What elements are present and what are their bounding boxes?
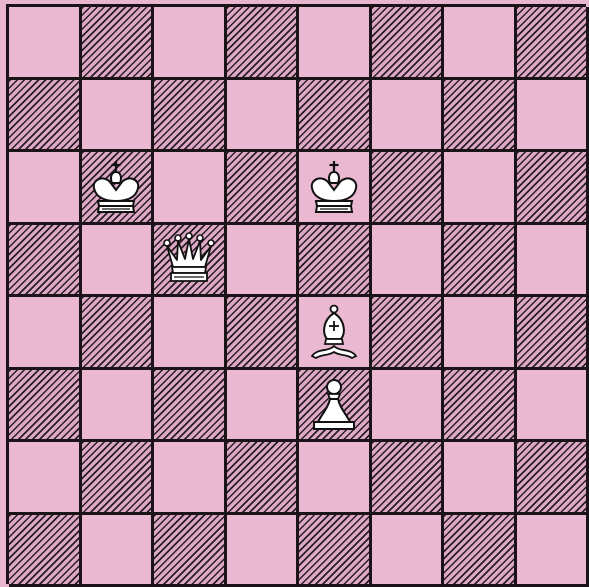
square-g8[interactable] (444, 7, 517, 80)
square-d6[interactable] (227, 152, 300, 225)
square-c8[interactable] (154, 7, 227, 80)
square-c1[interactable] (154, 515, 227, 587)
square-f2[interactable] (372, 442, 445, 515)
square-a2[interactable] (9, 442, 82, 515)
square-c3[interactable] (154, 370, 227, 443)
square-b4[interactable] (82, 297, 155, 370)
square-b1[interactable] (82, 515, 155, 587)
square-g7[interactable] (444, 80, 517, 153)
square-e6[interactable]: .fill{fill:#151015} .detail{stroke:#ffff… (299, 152, 372, 225)
square-h4[interactable] (517, 297, 589, 370)
square-d8[interactable] (227, 7, 300, 80)
square-f8[interactable] (372, 7, 445, 80)
square-e1[interactable] (299, 515, 372, 587)
square-a8[interactable] (9, 7, 82, 80)
square-a6[interactable] (9, 152, 82, 225)
square-a4[interactable] (9, 297, 82, 370)
square-c7[interactable] (154, 80, 227, 153)
square-h7[interactable] (517, 80, 589, 153)
square-e2[interactable] (299, 442, 372, 515)
square-f6[interactable] (372, 152, 445, 225)
square-a7[interactable] (9, 80, 82, 153)
white-queen-icon[interactable]: .fill{fill:#ffffff} .detail{stroke:#1111… (157, 227, 221, 291)
square-b3[interactable] (82, 370, 155, 443)
black-king-icon[interactable]: .fill{fill:#151015} .detail{stroke:#ffff… (302, 155, 366, 219)
square-c6[interactable] (154, 152, 227, 225)
square-c2[interactable] (154, 442, 227, 515)
square-e8[interactable] (299, 7, 372, 80)
square-g1[interactable] (444, 515, 517, 587)
square-f7[interactable] (372, 80, 445, 153)
square-f3[interactable] (372, 370, 445, 443)
square-g2[interactable] (444, 442, 517, 515)
square-d7[interactable] (227, 80, 300, 153)
square-f1[interactable] (372, 515, 445, 587)
square-d2[interactable] (227, 442, 300, 515)
square-g5[interactable] (444, 225, 517, 298)
square-b2[interactable] (82, 442, 155, 515)
square-a3[interactable] (9, 370, 82, 443)
square-d5[interactable] (227, 225, 300, 298)
square-h1[interactable] (517, 515, 589, 587)
square-e5[interactable] (299, 225, 372, 298)
square-b6[interactable]: .fill{fill:#ffffff} .detail{stroke:#1111… (82, 152, 155, 225)
square-e4[interactable]: .fill{fill:#ffffff} .detail{stroke:#1111… (299, 297, 372, 370)
square-h6[interactable] (517, 152, 589, 225)
square-e7[interactable] (299, 80, 372, 153)
square-e3[interactable]: .fill{fill:#ffffff} .detail{stroke:#1111… (299, 370, 372, 443)
square-g3[interactable] (444, 370, 517, 443)
square-b5[interactable] (82, 225, 155, 298)
square-d1[interactable] (227, 515, 300, 587)
square-d3[interactable] (227, 370, 300, 443)
square-h3[interactable] (517, 370, 589, 443)
square-a5[interactable] (9, 225, 82, 298)
square-c5[interactable]: .fill{fill:#ffffff} .detail{stroke:#1111… (154, 225, 227, 298)
white-bishop-icon[interactable]: .fill{fill:#ffffff} .detail{stroke:#1111… (302, 300, 366, 364)
square-f4[interactable] (372, 297, 445, 370)
square-a1[interactable] (9, 515, 82, 587)
square-g6[interactable] (444, 152, 517, 225)
white-pawn-icon[interactable]: .fill{fill:#ffffff} .detail{stroke:#1111… (302, 372, 366, 436)
square-g4[interactable] (444, 297, 517, 370)
square-c4[interactable] (154, 297, 227, 370)
square-b7[interactable] (82, 80, 155, 153)
square-h5[interactable] (517, 225, 589, 298)
chess-board: .fill{fill:#ffffff} .detail{stroke:#1111… (6, 4, 586, 584)
white-king-icon[interactable]: .fill{fill:#ffffff} .detail{stroke:#1111… (84, 155, 148, 219)
square-b8[interactable] (82, 7, 155, 80)
square-h8[interactable] (517, 7, 589, 80)
square-f5[interactable] (372, 225, 445, 298)
square-d4[interactable] (227, 297, 300, 370)
square-h2[interactable] (517, 442, 589, 515)
